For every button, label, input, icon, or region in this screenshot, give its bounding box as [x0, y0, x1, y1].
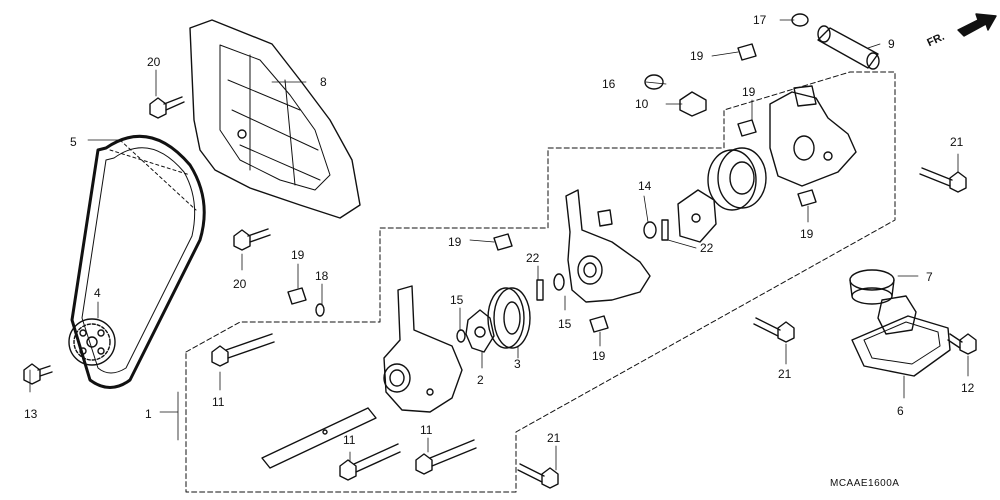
bolt-13 — [23, 363, 53, 385]
pin-22-up — [661, 219, 669, 241]
pump-body-rear — [383, 285, 463, 413]
bolt-20-top — [149, 96, 185, 119]
callout-2: 2 — [477, 373, 484, 387]
callout-19-f: 19 — [291, 248, 305, 262]
callout-19-b: 19 — [742, 85, 756, 99]
front-direction-arrow — [957, 13, 997, 37]
callout-16: 16 — [602, 77, 616, 91]
bushing-10 — [679, 91, 707, 117]
callout-19-a: 19 — [690, 49, 704, 63]
assembly-boundary — [185, 71, 896, 493]
callout-19-e: 19 — [592, 349, 606, 363]
pump-shaft — [261, 407, 377, 469]
callout-19-d: 19 — [448, 235, 462, 249]
callout-1: 1 — [145, 407, 152, 421]
dowel-19-d — [493, 233, 513, 251]
strainer-6 — [851, 295, 951, 377]
upper-inner-rotor — [677, 189, 717, 243]
bolt-21-c — [517, 463, 559, 489]
callout-11-b: 11 — [343, 433, 356, 447]
callout-8: 8 — [320, 75, 327, 89]
callout-22-a: 22 — [526, 251, 540, 265]
callout-18: 18 — [315, 269, 329, 283]
callout-19-c: 19 — [800, 227, 814, 241]
callout-15-a: 15 — [450, 293, 464, 307]
washer-14 — [643, 221, 657, 239]
bolt-20-mid — [233, 228, 271, 251]
dowel-19-e — [589, 315, 609, 333]
pump-cover-upper — [769, 85, 857, 187]
bolt-11-a — [211, 333, 275, 367]
sprocket — [68, 318, 116, 366]
dowel-19-f — [287, 287, 307, 305]
callout-7: 7 — [926, 270, 933, 284]
washer-15-a — [456, 329, 466, 343]
bolt-21-b — [753, 317, 795, 343]
grommet-7 — [849, 269, 895, 305]
callout-10: 10 — [635, 97, 649, 111]
outer-rotor — [487, 287, 531, 349]
callout-21-a: 21 — [950, 135, 964, 149]
bolt-11-c — [415, 439, 477, 475]
bolt-21-a — [919, 167, 967, 193]
callout-3: 3 — [514, 357, 521, 371]
callout-4: 4 — [94, 286, 101, 300]
o-ring-17 — [791, 13, 809, 27]
callout-21-c: 21 — [547, 431, 561, 445]
shaft-collar-9 — [817, 25, 880, 70]
callout-15-b: 15 — [558, 317, 572, 331]
chain-guide-plate — [189, 19, 361, 219]
drive-chain — [70, 134, 206, 389]
callout-12: 12 — [961, 381, 975, 395]
callout-5: 5 — [70, 135, 77, 149]
dowel-19-b — [737, 119, 757, 137]
callout-21-b: 21 — [778, 367, 792, 381]
inner-rotor — [465, 309, 495, 353]
callout-22-b: 22 — [700, 241, 714, 255]
o-ring-16 — [644, 74, 664, 90]
dowel-19-c — [797, 189, 817, 207]
callout-14: 14 — [638, 179, 652, 193]
bolt-12 — [947, 333, 977, 355]
diagram-code: MCAAE1600A — [830, 478, 900, 489]
upper-outer-rotor — [707, 147, 767, 211]
callout-6: 6 — [897, 404, 904, 418]
bolt-11-b — [339, 443, 401, 481]
callout-9: 9 — [888, 37, 895, 51]
callout-11-c: 11 — [420, 423, 433, 437]
callout-13: 13 — [24, 407, 38, 421]
callout-20-a: 20 — [147, 55, 161, 69]
callout-17: 17 — [753, 13, 767, 27]
callout-11-a: 11 — [212, 395, 225, 409]
leader-lines — [29, 19, 969, 471]
callout-20-b: 20 — [233, 277, 247, 291]
dowel-19-a — [737, 43, 757, 61]
washer-15-b — [553, 273, 565, 291]
pump-body-front — [565, 189, 651, 303]
seal-18 — [315, 303, 325, 317]
pin-22-low — [536, 279, 544, 301]
